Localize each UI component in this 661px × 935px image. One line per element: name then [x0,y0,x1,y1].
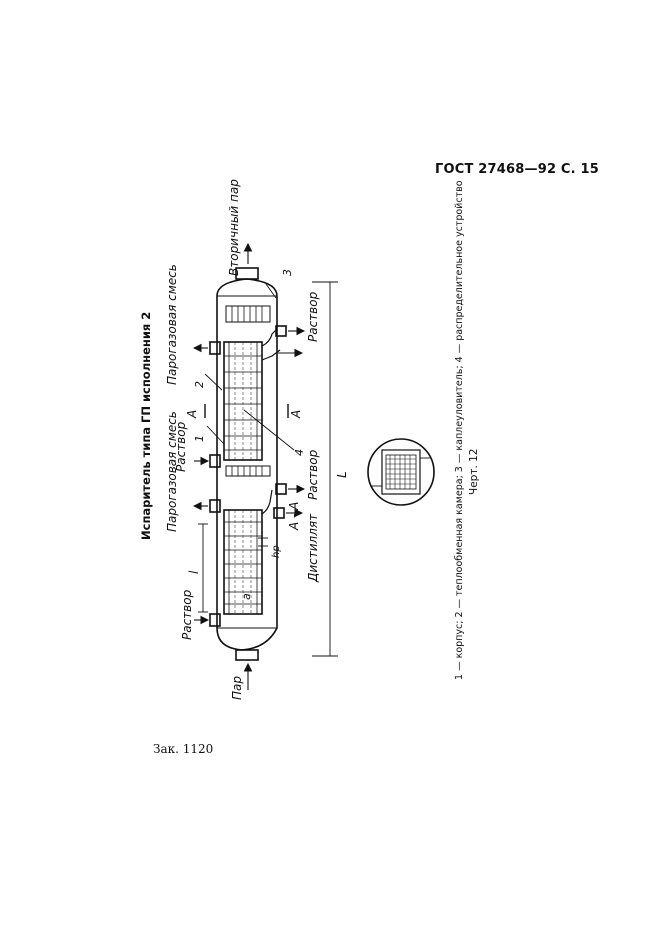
label-solution-right-bottom: Раствор [306,449,320,500]
page-header-standard: ГОСТ 27468—92 С. 15 [435,162,600,177]
top-nozzle [235,267,259,280]
heat-exchange-chamber-upper [223,341,263,461]
dimension-L-label: L [335,471,349,478]
label-mix-left: Парогазовая смесь [165,411,179,532]
part-2-label: 2 [193,381,206,388]
section-view-A-A [367,438,435,506]
distribution-grid-mid [225,465,271,477]
dimension-hp-label: hp [271,545,282,558]
part-4-label: 4 [293,449,306,456]
nozzle-solution-mid [209,454,221,468]
part-1-label: 1 [193,435,206,442]
label-solution-mid: Раствор [174,421,188,472]
label-steam: Пар [230,676,244,700]
dimension-l-label: l [187,570,201,574]
nozzle-solution-right-bottom [275,483,287,495]
demister-top [225,305,271,323]
nozzle-mix-left [209,499,221,513]
heat-exchange-chamber-lower [223,509,263,615]
section-marker-left: A [185,410,199,419]
section-title: A - A [287,502,301,531]
bottom-nozzle [235,649,259,661]
order-number: Зак. 1120 [153,742,214,756]
section-marker-right: A [289,410,303,419]
nozzle-solution-right-top [275,325,287,337]
dimension-a-label: a [240,593,253,600]
nozzle-mix-right [209,341,221,355]
label-solution-left: Раствор [180,589,194,640]
nozzle-solution-left [209,613,221,627]
label-solution-right-top: Раствор [306,291,320,342]
label-secondary-steam: Вторичный пар [227,179,241,276]
nozzle-distillate [273,507,285,519]
part-3-label: 3 [281,269,294,276]
label-distillate: Дистиллят [306,513,320,583]
label-mix-right: Парогазовая смесь [165,264,179,385]
